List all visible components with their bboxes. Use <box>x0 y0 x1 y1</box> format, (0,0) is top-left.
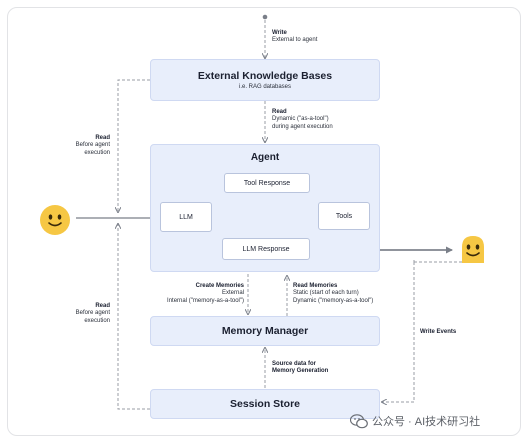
read-before-bottom-line2: execution <box>84 317 110 324</box>
external-knowledge-bases-box: External Knowledge Bases i.e. RAG databa… <box>150 59 380 101</box>
write-line1: External to agent <box>272 37 318 44</box>
session-store-box: Session Store <box>150 389 380 419</box>
write-events-path <box>382 260 415 402</box>
watermark: 公众号 · AI技术研习社 <box>350 413 518 429</box>
create-memories-line1: External <box>221 290 244 297</box>
write-external-label: Write External to agent <box>272 30 317 45</box>
read-before-top-line1: Before agent <box>75 142 110 149</box>
read-dynamic-line1: Dynamic ("as-a-tool") <box>272 116 329 123</box>
read-dynamic-title: Read <box>272 109 287 115</box>
external-kb-title: External Knowledge Bases <box>197 70 333 82</box>
llm-box: LLM <box>160 202 212 232</box>
wechat-icon <box>350 413 368 428</box>
session-store-title: Session Store <box>229 398 301 410</box>
read-before-bottom-title: Read <box>95 303 110 309</box>
read-before-top-label: Read Before agent execution <box>60 135 110 157</box>
read-memories-title: Read Memories <box>293 283 338 289</box>
source-data-line1: Source data for <box>272 361 317 367</box>
create-memories-title: Create Memories <box>195 283 244 289</box>
read-memories-line2: Dynamic ("memory-as-a-tool") <box>293 297 374 304</box>
external-kb-subtitle: i.e. RAG databases <box>238 84 292 90</box>
read-before-top-line2: execution <box>84 149 110 156</box>
create-memories-line2: Internal ("memory-as-a-tool") <box>167 297 244 304</box>
memory-manager-title: Memory Manager <box>221 325 309 337</box>
read-memories-label: Read Memories Static (start of each turn… <box>293 283 373 305</box>
user-smiley-icon <box>462 236 484 263</box>
user-smiley-icon <box>40 205 70 235</box>
write-title: Write <box>272 30 287 36</box>
tool-response-box: Tool Response <box>224 173 310 193</box>
agent-title: Agent <box>250 152 280 163</box>
watermark-text: 公众号 · AI技术研习社 <box>372 416 481 428</box>
create-memories-label: Create Memories External Internal ("memo… <box>150 283 244 305</box>
llm-response-label: LLM Response <box>242 245 290 253</box>
read-before-top-path <box>118 79 150 212</box>
llm-response-box: LLM Response <box>222 238 310 260</box>
memory-manager-box: Memory Manager <box>150 316 380 346</box>
tools-box: Tools <box>318 202 370 230</box>
tool-response-label: Tool Response <box>243 179 291 187</box>
source-dot <box>262 14 268 20</box>
llm-label: LLM <box>179 213 193 221</box>
source-data-label: Source data for Memory Generation <box>272 361 328 376</box>
tools-label: Tools <box>335 212 353 220</box>
read-dynamic-line2: during agent execution <box>272 123 333 130</box>
read-before-bottom-path <box>118 224 150 410</box>
write-events-title: Write Events <box>420 329 457 335</box>
source-data-line2: Memory Generation <box>272 368 329 375</box>
read-before-bottom-line1: Before agent <box>75 310 110 317</box>
read-before-top-title: Read <box>95 135 110 141</box>
write-events-label: Write Events <box>420 329 456 336</box>
read-dynamic-label: Read Dynamic ("as-a-tool") during agent … <box>272 109 333 131</box>
read-before-bottom-label: Read Before agent execution <box>60 303 110 325</box>
read-memories-line1: Static (start of each turn) <box>293 290 359 297</box>
